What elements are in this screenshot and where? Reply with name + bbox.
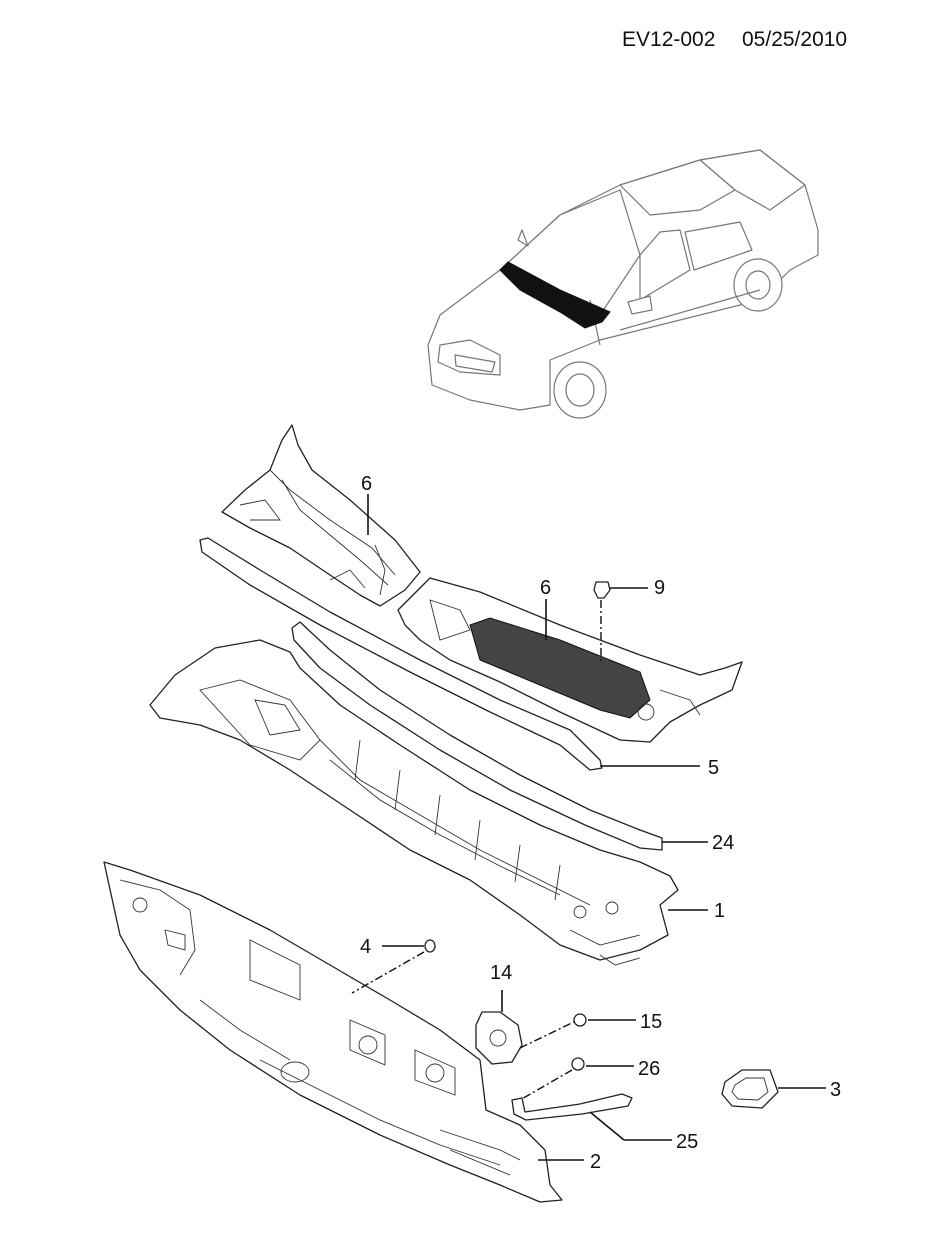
part-26-nut [519,1057,634,1101]
part-25-bracket [511,1093,672,1141]
callout-25: 25 [676,1131,698,1153]
diagram-ref-code: EV12-002 [622,28,715,51]
callout-26: 26 [638,1058,660,1080]
part-4-grommet [351,939,436,994]
callout-9: 9 [654,577,665,599]
callout-24: 24 [712,832,734,854]
callout-1: 1 [714,900,725,922]
part-1-cowl-panel [149,639,679,966]
callout-6-lower: 6 [540,577,551,599]
part-24-seal-strip [291,621,663,851]
callout-14: 14 [490,962,512,984]
part-6-right-cowl-cover [397,577,743,743]
callout-5: 5 [708,757,719,779]
part-2-dash-panel [103,861,563,1203]
callout-4: 4 [360,936,371,958]
callout-3: 3 [830,1079,841,1101]
part-3-grommet [721,1069,826,1109]
callout-2: 2 [590,1151,601,1173]
part-5-seal-strip [199,537,603,771]
callout-6-upper: 6 [361,473,372,495]
callout-15: 15 [640,1011,662,1033]
part-9-clip [593,581,648,662]
part-6-left-cowl-cover [221,424,421,607]
part-14-plate [475,990,579,1065]
diagram-date: 05/25/2010 [742,28,847,51]
part-15-nut [573,1013,636,1027]
vehicle-location-illustration [427,149,819,419]
